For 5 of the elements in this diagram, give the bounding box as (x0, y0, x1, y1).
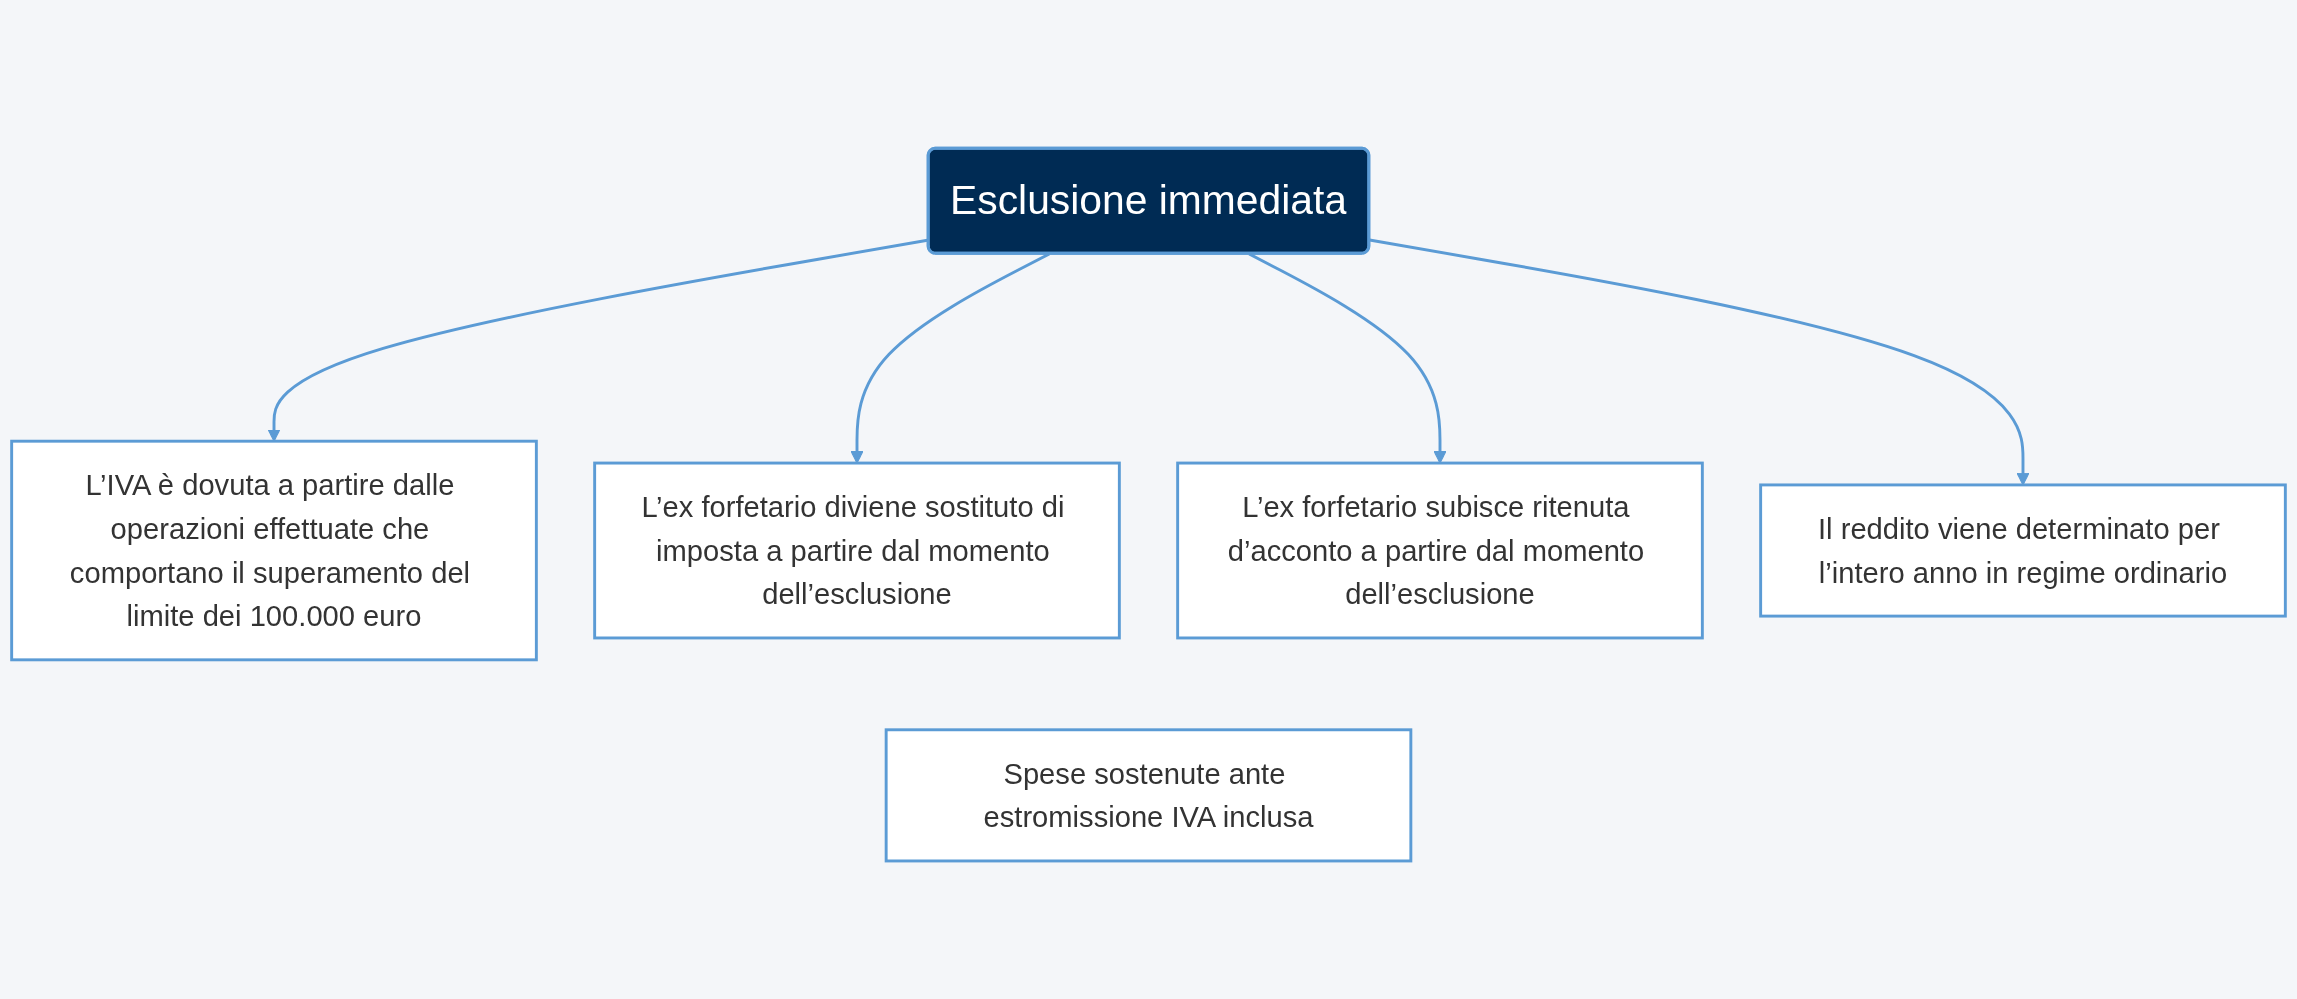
node-box: L’ex forfetario diviene sostituto di imposta a partire dal momento dell’esclusione (593, 461, 1121, 640)
node-box: Il reddito viene determinato per l’intero anno in regime ordinario (1759, 483, 2287, 618)
node-box: L’IVA è dovuta a partire dalle operazioni effettuate che comportano il superamento del limite dei 100.000 euro (10, 439, 538, 662)
node-box: L’ex forfetario subisce ritenuta d’acconto a partire dal momento dell’esclusione (1176, 461, 1704, 640)
node-box: Spese sostenute ante estromissione IVA inclusa (884, 728, 1413, 863)
